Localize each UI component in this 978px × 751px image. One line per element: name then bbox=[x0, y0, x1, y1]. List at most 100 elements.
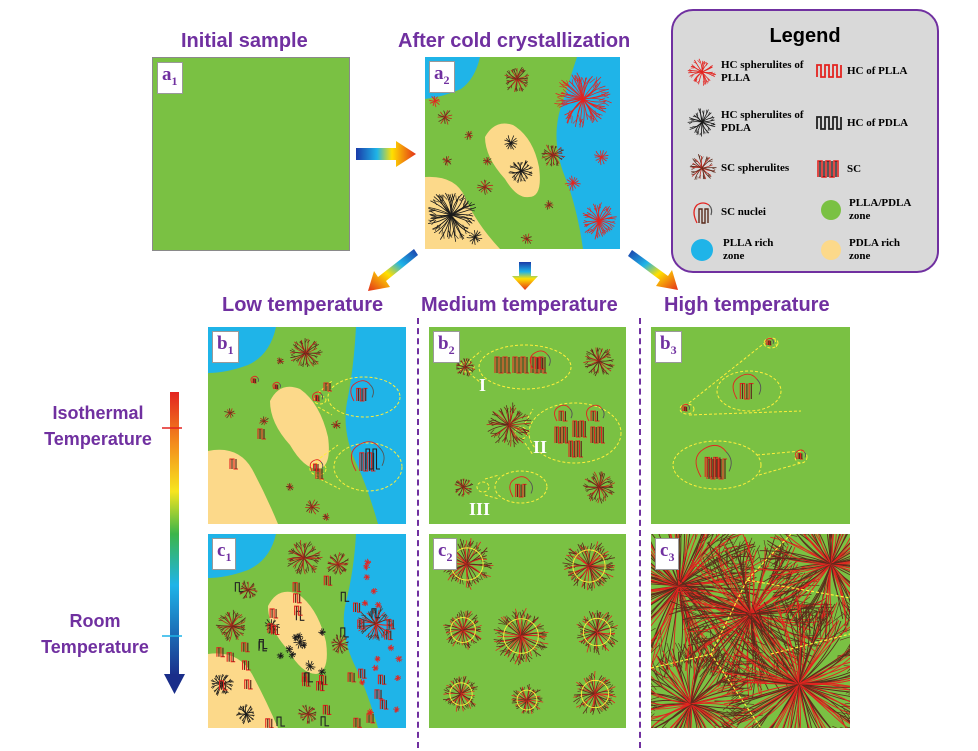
sc-spherulite bbox=[285, 483, 294, 491]
panel-c1: c1 bbox=[208, 534, 406, 728]
sc-nuclei bbox=[350, 380, 374, 402]
sc-lamella bbox=[257, 428, 266, 440]
sc-lamella bbox=[265, 718, 274, 728]
sc-spherulite bbox=[544, 200, 554, 210]
sc-spherulite bbox=[297, 704, 317, 725]
sc-lamella bbox=[270, 624, 280, 636]
legend-item-hc-pdla: HC of PDLA bbox=[815, 115, 908, 131]
arrow-down-icon bbox=[512, 262, 538, 290]
pdla-hc-spherulite bbox=[427, 192, 477, 242]
sc-nuclei bbox=[732, 373, 762, 400]
sc-lamella bbox=[229, 458, 238, 470]
sc-nuclei bbox=[529, 350, 551, 370]
arrow-right-icon bbox=[356, 141, 416, 167]
big-spherulite bbox=[493, 608, 549, 666]
sc-lamella bbox=[386, 619, 396, 630]
big-spherulite bbox=[562, 541, 616, 591]
blue-dot-icon bbox=[691, 239, 713, 261]
sc-nuclei-icon bbox=[693, 202, 713, 224]
panel-c3: c3 bbox=[651, 534, 850, 728]
sc-core-ring bbox=[503, 618, 539, 654]
arrow-down-right-icon bbox=[628, 250, 678, 290]
sc-spherulite bbox=[287, 540, 323, 575]
sc-lamella bbox=[252, 378, 257, 384]
sc-spherulite bbox=[583, 347, 615, 377]
sc-lamella bbox=[241, 642, 250, 653]
divider-right bbox=[639, 318, 641, 748]
red-spherulite bbox=[358, 678, 366, 686]
sc-spherulite bbox=[326, 552, 349, 575]
sc-spherulite bbox=[520, 233, 533, 244]
panel-label-c1: c1 bbox=[212, 538, 237, 570]
green-dot-icon bbox=[821, 200, 841, 220]
big-spherulite bbox=[758, 534, 850, 634]
title-medium-temperature: Medium temperature bbox=[421, 294, 618, 316]
red-spherulite-icon bbox=[687, 58, 717, 86]
red-spherulite bbox=[361, 600, 369, 607]
sc-lamella bbox=[512, 356, 529, 374]
roman-label-i: I bbox=[479, 375, 487, 395]
black-spherulite bbox=[317, 667, 327, 676]
sc-lamella bbox=[294, 605, 303, 616]
sc-lamella bbox=[241, 660, 251, 671]
panel-a2: a2 bbox=[425, 57, 620, 249]
sc-lamella bbox=[314, 394, 320, 402]
black-lamella-icon bbox=[816, 116, 842, 130]
legend-text: SC nuclei bbox=[721, 205, 766, 218]
red-spherulite bbox=[564, 175, 581, 191]
panel-b2: b2 I II III bbox=[429, 327, 626, 524]
sc-nuclei bbox=[309, 459, 324, 472]
legend-text: HC of PDLA bbox=[847, 116, 909, 129]
sc-lamella bbox=[226, 652, 236, 663]
legend-item-hc-pdla-spherulites: HC spherulites of PDLA bbox=[687, 107, 807, 137]
red-spherulite bbox=[387, 644, 395, 652]
sc-lamella bbox=[357, 619, 366, 630]
sc-lamella bbox=[739, 383, 754, 400]
black-lamella bbox=[304, 672, 314, 683]
sc-spherulite bbox=[582, 471, 616, 504]
legend-item-pdla-rich-zone: PDLA rich zone bbox=[821, 237, 909, 263]
sc-lamella bbox=[554, 426, 569, 444]
sc-spherulite bbox=[331, 634, 349, 654]
panel-a1: a1 bbox=[152, 57, 350, 251]
sc-lamella bbox=[322, 704, 332, 715]
roman-label-ii: II bbox=[533, 437, 548, 457]
legend-item-plla-pdla-zone: PLLA/PDLA zone bbox=[821, 197, 919, 223]
sc-lamella bbox=[568, 440, 583, 458]
sc-lamella bbox=[216, 647, 225, 658]
black-lamella bbox=[371, 608, 380, 619]
sc-lamella bbox=[572, 420, 587, 438]
sc-spherulite-icon bbox=[689, 154, 717, 180]
black-spherulite bbox=[291, 633, 299, 642]
sc-lamella bbox=[293, 593, 302, 604]
sc-lamella bbox=[356, 387, 368, 402]
sc-nuclei bbox=[250, 375, 259, 384]
black-lamella bbox=[276, 716, 286, 727]
red-spherulite bbox=[687, 58, 717, 86]
sc-lamella bbox=[347, 672, 357, 683]
sc-spherulite bbox=[541, 144, 566, 167]
sc-nuclei bbox=[795, 449, 807, 460]
temperature-arrow-icon bbox=[162, 392, 185, 694]
panel-label-c2: c2 bbox=[433, 538, 458, 570]
legend-text: PDLA rich zone bbox=[849, 237, 901, 262]
sc-spherulite bbox=[259, 416, 269, 426]
title-low-temperature: Low temperature bbox=[222, 294, 384, 316]
sc-spherulite bbox=[483, 156, 493, 166]
sc-spherulite bbox=[442, 156, 452, 166]
red-spherulite bbox=[366, 708, 374, 716]
sc-spherulite bbox=[437, 109, 453, 125]
black-spherulite bbox=[687, 108, 716, 137]
sc-core-ring bbox=[582, 617, 612, 647]
arrow-down-left-icon bbox=[368, 249, 418, 291]
divider-left bbox=[417, 318, 419, 748]
big-spherulite bbox=[573, 670, 617, 715]
sc-lamella bbox=[374, 689, 384, 700]
panel-b1: b1 bbox=[208, 327, 406, 524]
black-lamella bbox=[320, 716, 330, 727]
sc-lamella bbox=[590, 410, 600, 422]
black-lamella bbox=[258, 641, 268, 652]
sc-nuclei bbox=[312, 391, 324, 402]
sc-lamella bbox=[377, 674, 387, 685]
title-initial-sample: Initial sample bbox=[181, 30, 308, 52]
